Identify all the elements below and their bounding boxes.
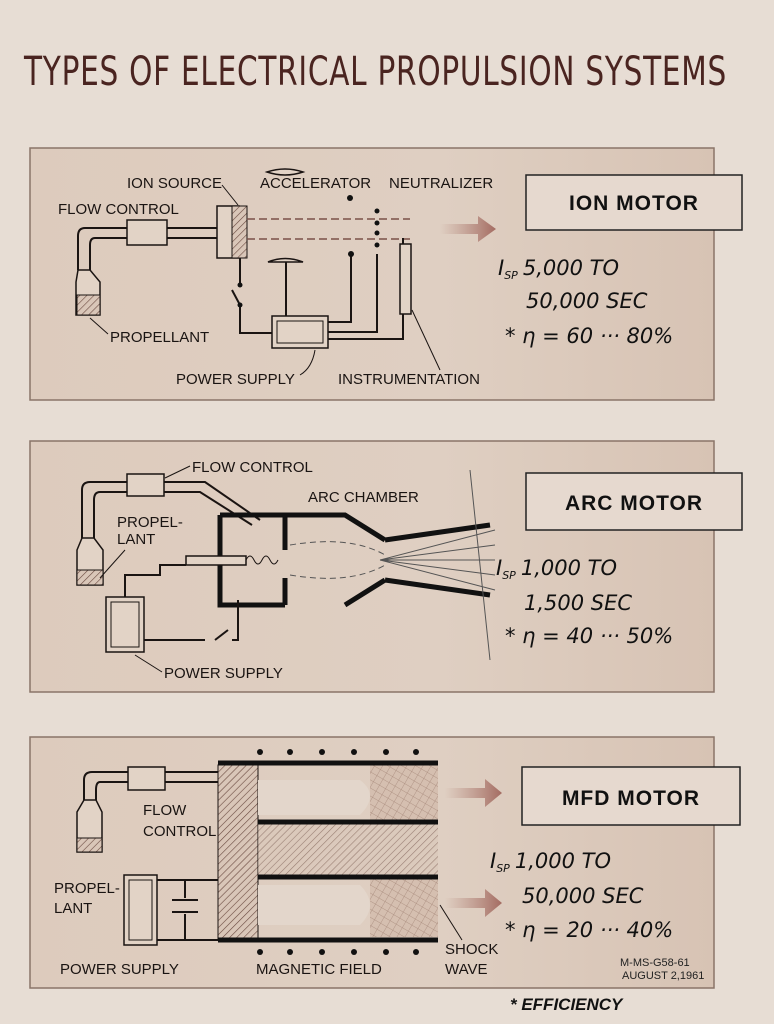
label-shock-1: SHOCK — [445, 941, 498, 958]
label-magnetic-field: MAGNETIC FIELD — [256, 961, 382, 978]
mfd-motor-name: MFD MOTOR — [562, 787, 700, 810]
label-arc-propellant-1: PROPEL- — [117, 514, 183, 531]
arc-motor-label-box — [525, 472, 743, 531]
arc-exhaust-plume — [379, 469, 496, 661]
label-shock-2: WAVE — [445, 961, 488, 978]
arc-motor-panel: ARC MOTOR FLOW CONTROL PROPEL- LANT ARC … — [29, 440, 743, 693]
magnetic-field-dots — [257, 749, 419, 955]
arc-flow-control-box — [126, 473, 165, 497]
arc-efficiency: * η = 40 ··· 50% — [505, 624, 673, 648]
flow-control-box — [126, 219, 168, 246]
label-mfd-flow-1: FLOW — [143, 802, 187, 819]
label-mfd-propellant-2: LANT — [54, 900, 92, 917]
arc-isp-line2: 1,500 SEC — [524, 591, 632, 615]
ion-motor-label-box — [525, 174, 743, 231]
ion-isp-line2: 50,000 SEC — [526, 289, 648, 313]
mfd-efficiency: * η = 20 ··· 40% — [505, 918, 673, 942]
efficiency-footnote: * EFFICIENCY — [510, 995, 624, 1014]
mfd-thrust-arrow-2 — [445, 889, 502, 917]
label-arc-flow-control: FLOW CONTROL — [192, 459, 313, 476]
mfd-flow-control-box — [127, 766, 166, 791]
mfd-thrust-arrow-1 — [445, 779, 502, 807]
label-propellant: PROPELLANT — [110, 329, 209, 346]
label-accelerator: ACCELERATOR — [260, 175, 371, 192]
mfd-motor-panel: MFD MOTOR FLOW CONTROL PROPEL- LANT POWE… — [29, 736, 741, 989]
label-flow-control: FLOW CONTROL — [58, 201, 179, 218]
doc-date: AUGUST 2,1961 — [622, 970, 704, 982]
page-title: TYPES OF ELECTRICAL PROPULSION SYSTEMS — [23, 49, 727, 95]
mfd-isp-line2: 50,000 SEC — [522, 884, 644, 908]
ion-motor-name: ION MOTOR — [569, 192, 699, 215]
label-mfd-flow-2: CONTROL — [143, 823, 216, 840]
arc-motor-name: ARC MOTOR — [565, 492, 703, 515]
ion-motor-panel: ION MOTOR ION SOURCE ACCELERATOR NEUTRAL… — [29, 147, 743, 401]
label-arc-chamber: ARC CHAMBER — [308, 489, 419, 506]
label-arc-power-supply: POWER SUPPLY — [164, 665, 283, 682]
doc-number: M-MS-G58-61 — [620, 957, 690, 969]
arc-power-supply-box — [105, 596, 145, 653]
label-arc-propellant-2: LANT — [117, 531, 155, 548]
label-neutralizer: NEUTRALIZER — [389, 175, 493, 192]
mfd-motor-label-box — [521, 766, 741, 826]
label-instrumentation: INSTRUMENTATION — [338, 371, 480, 388]
label-ion-source: ION SOURCE — [127, 175, 222, 192]
label-mfd-power-supply: POWER SUPPLY — [60, 961, 179, 978]
ion-thrust-arrow — [440, 216, 496, 242]
ion-efficiency: * η = 60 ··· 80% — [505, 324, 673, 348]
label-ion-power-supply: POWER SUPPLY — [176, 371, 295, 388]
label-mfd-propellant-1: PROPEL- — [54, 880, 120, 897]
